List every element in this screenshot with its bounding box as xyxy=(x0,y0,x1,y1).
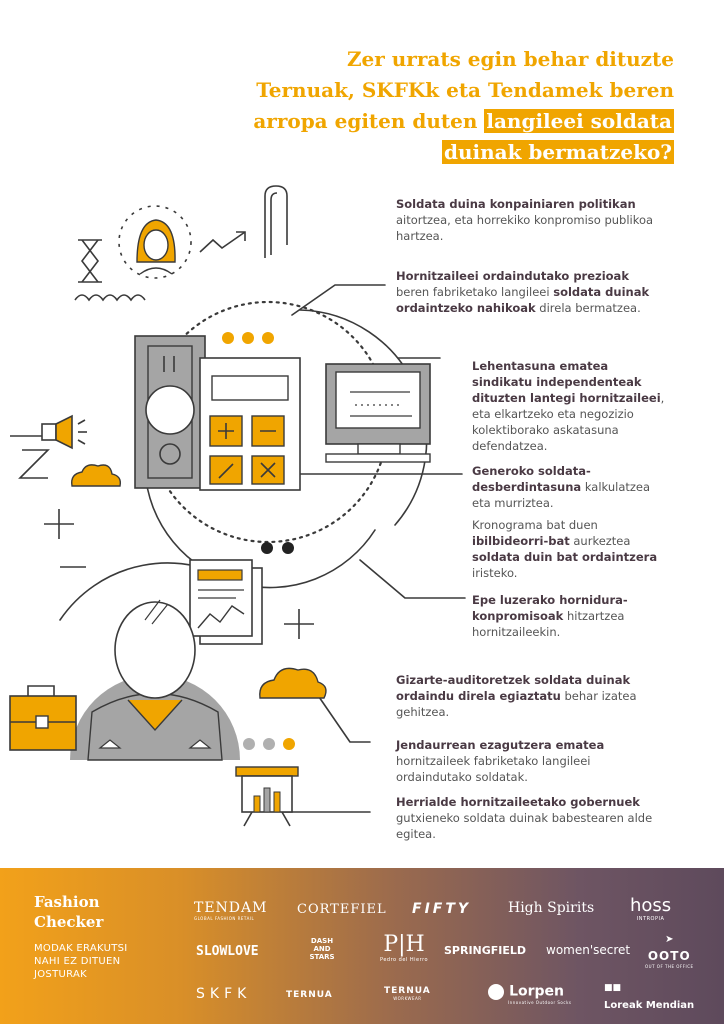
logo-dash-and-stars: DASH AND STARS xyxy=(309,937,335,961)
logo-fifty: FIFTY xyxy=(412,901,472,917)
dot-1 xyxy=(222,332,234,344)
report-document-icon xyxy=(189,559,263,645)
wage-illustration xyxy=(9,185,466,827)
black-dot-1 xyxy=(261,542,273,554)
step-item-7: Gizarte-auditoretzek soldata duinak orda… xyxy=(396,673,637,719)
logo-skfk: SKFK xyxy=(196,986,252,1002)
logo-high-spirits: High Spirits xyxy=(508,900,595,916)
logo-loreak-mendian: ■■ Loreak Mendian xyxy=(604,983,695,1011)
dot-grey-1 xyxy=(243,738,255,750)
step-item-6: Epe luzerako hornidura-konpromisoak hitz… xyxy=(472,593,628,639)
fashion-checker-tagline: MODAK ERAKUTSI NAHI EZ DITUEN JOSTURAK xyxy=(34,943,128,980)
logo-ternua: TERNUA xyxy=(286,990,333,1000)
dot-3 xyxy=(262,332,274,344)
page-title: Zer urrats egin behar dituzte Ternuak, S… xyxy=(114,44,674,168)
step-item-1: Soldata duina konpainiaren politikan ait… xyxy=(396,197,654,243)
lorpen-mark-icon xyxy=(488,983,504,1000)
woman-avatar-icon xyxy=(136,219,176,275)
hourglass-icon xyxy=(78,239,102,283)
logo-ternua-workwear: TERNUA WORKWEAR xyxy=(384,986,431,1001)
connector-5 xyxy=(316,693,371,743)
fashion-checker-name: Fashion Checker xyxy=(34,893,104,931)
logo-slowlove: SLOWLOVE xyxy=(196,944,259,959)
logo-cortefiel: CORTEFIEL xyxy=(297,902,387,917)
step-item-3: Lehentasuna ematea sindikatu independent… xyxy=(472,359,665,453)
person-avatar-icon xyxy=(70,599,240,761)
logo-womensecret: women'secret xyxy=(546,943,631,957)
connector-4 xyxy=(359,559,466,599)
calculator-icon xyxy=(199,357,301,491)
briefcase-icon xyxy=(9,685,77,751)
title-line-3: arropa egiten duten langileei soldata xyxy=(253,109,674,133)
title-highlight-1: langileei soldata xyxy=(484,109,674,133)
dot-grey-2 xyxy=(263,738,275,750)
plus-icon-right xyxy=(284,609,314,639)
paperclip-icon xyxy=(264,185,288,258)
logo-springfield: SPRINGFIELD xyxy=(444,944,527,957)
logo-lorpen: Lorpen Innovative Outdoor Socks xyxy=(488,981,571,1005)
step-item-4: Generoko soldata-desberdintasuna kalkula… xyxy=(472,464,651,510)
connector-1 xyxy=(291,284,386,316)
step-item-8: Jendaurrean ezagutzera ematea hornitzail… xyxy=(396,738,605,784)
title-line-1: Zer urrats egin behar dituzte xyxy=(346,47,674,71)
paper-plane-icon: ➤ xyxy=(665,934,674,945)
dot-2 xyxy=(242,332,254,344)
megaphone-icon xyxy=(10,414,87,479)
logo-pedro-del-hierro: P|H Pedro del Hierro xyxy=(380,932,429,963)
dot-orange xyxy=(283,738,295,750)
footer-band xyxy=(0,868,724,1024)
cloud-icon-left xyxy=(71,464,122,487)
spring-icon xyxy=(74,294,146,302)
title-line-4: duinak bermatzeko? xyxy=(114,137,674,168)
remote-icon xyxy=(134,335,206,489)
woman-avatar-ring xyxy=(118,205,192,279)
loreak-mark-icon: ■■ xyxy=(604,983,622,993)
step-item-2: Hornitzaileei ordaindutako prezioak bere… xyxy=(396,269,650,315)
plus-icon-left xyxy=(44,509,74,539)
monitor-icon xyxy=(325,363,431,463)
title-line-2: Ternuak, SKFKk eta Tendamek beren xyxy=(256,78,674,102)
logo-tendam: TENDAM GLOBAL FASHION RETAIL xyxy=(194,900,268,921)
logo-hoss: hoss INTROPIA xyxy=(630,895,672,922)
growth-arrow-icon xyxy=(199,231,246,253)
cloud-icon-right xyxy=(259,667,327,699)
step-item-5: Kronograma bat duen ibilbideorri-bat aur… xyxy=(472,518,658,580)
logo-ooto: ➤ OOTO OUT OF THE OFFICE xyxy=(645,934,694,970)
black-dot-2 xyxy=(282,542,294,554)
title-highlight-2: duinak bermatzeko? xyxy=(441,140,674,164)
presentation-board-icon xyxy=(235,766,299,827)
step-item-9: Herrialde hornitzaileetako gobernuek gut… xyxy=(396,795,653,841)
